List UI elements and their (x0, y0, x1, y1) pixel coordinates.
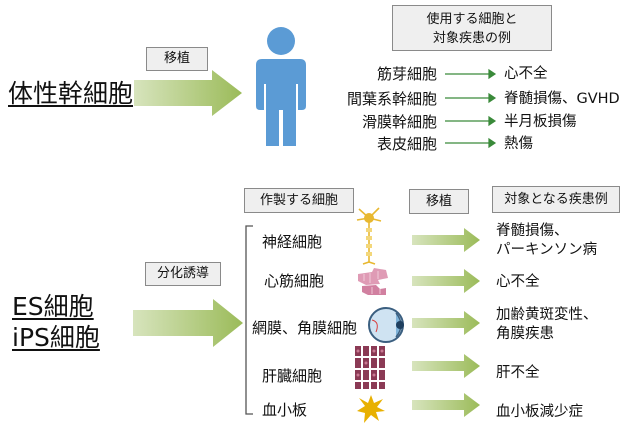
cells-header: 作製する細胞 (244, 188, 354, 213)
top-cell-2: 滑膜幹細胞 (361, 113, 437, 131)
bottom-disease-4: 血小板減少症 (496, 404, 583, 420)
bottom-disease-3: 肝不全 (496, 365, 540, 381)
eye-icon (368, 307, 404, 343)
bottom-disease-0: 脊髄損傷、 パーキンソン病 (496, 222, 597, 260)
somatic-stem-cell-title: 体性幹細胞 (8, 79, 134, 108)
top-cell-0: 筋芽細胞 (376, 65, 437, 83)
bracket (245, 225, 253, 415)
bottom-disease-0-line2: パーキンソン病 (496, 242, 598, 258)
top-transplant-label: 移植 (146, 47, 208, 71)
induction-label: 分化誘導 (145, 262, 221, 286)
bottom-cell-0: 神経細胞 (262, 233, 323, 251)
platelet-icon (357, 395, 385, 423)
es-title: ES細胞 (12, 292, 94, 321)
top-header-line1: 使用する細胞と (426, 12, 518, 27)
bottom-big-arrow (133, 299, 243, 347)
top-disease-2: 半月板損傷 (504, 114, 577, 130)
ips-title: iPS細胞 (12, 323, 100, 352)
bottom-row-arrows (412, 228, 480, 417)
top-header-line2: 対象疾患の例 (432, 31, 511, 46)
bottom-disease-2-line2: 角膜疾患 (496, 326, 554, 342)
top-row-arrows (445, 68, 497, 149)
top-big-arrow (134, 70, 242, 116)
top-disease-0: 心不全 (504, 66, 548, 82)
top-cell-1: 間葉系幹細胞 (346, 90, 437, 108)
top-header-box: 使用する細胞と 対象疾患の例 (392, 5, 552, 51)
bottom-transplant-label: 移植 (409, 189, 469, 214)
bottom-disease-2-line1: 加齢黄斑変性、 (496, 307, 598, 323)
liver-cell-icon (355, 346, 385, 389)
bottom-cell-4: 血小板 (262, 401, 308, 419)
neuron-icon (356, 207, 382, 265)
bottom-disease-0-line1: 脊髄損傷、 (496, 223, 569, 239)
disease-header: 対象となる疾患例 (492, 186, 620, 213)
bottom-disease-2: 加齢黄斑変性、 角膜疾患 (496, 306, 598, 344)
person-icon (256, 27, 306, 146)
bottom-cell-3: 肝臓細胞 (262, 367, 323, 385)
cardiomyocyte-icon (358, 268, 388, 295)
bottom-cell-2: 網膜、角膜細胞 (252, 319, 358, 337)
bottom-disease-1: 心不全 (496, 274, 540, 290)
top-disease-3: 熱傷 (504, 136, 533, 152)
es-ips-title: ES細胞 iPS細胞 (12, 291, 100, 353)
top-cell-3: 表皮細胞 (376, 135, 437, 153)
bottom-cell-1: 心筋細胞 (264, 272, 325, 290)
top-disease-1: 脊髄損傷、GVHD (504, 91, 620, 107)
